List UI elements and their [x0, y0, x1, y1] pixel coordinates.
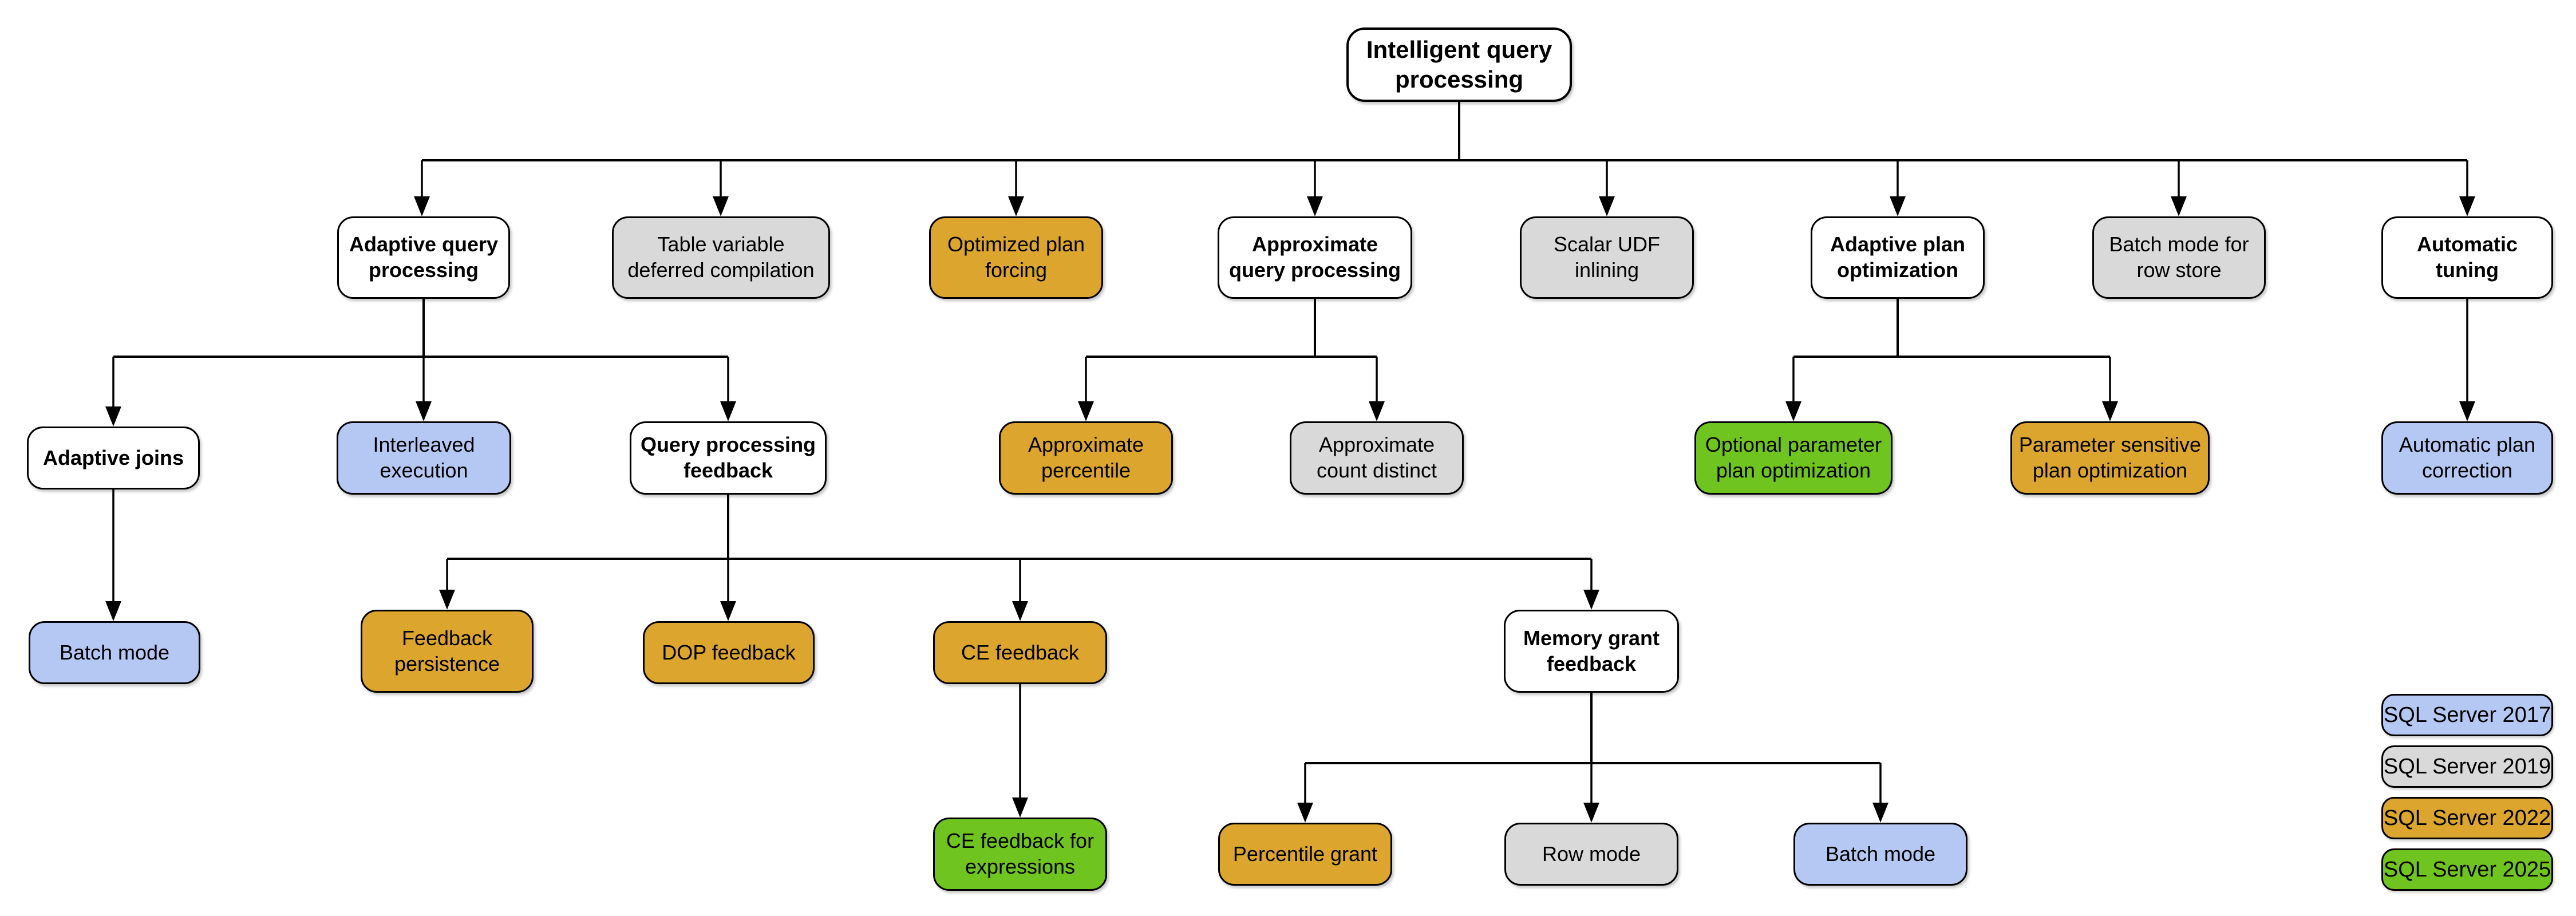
node-adaptive-joins: Adaptive joins [27, 427, 200, 489]
legend-item-sql-server-2025: SQL Server 2025 [2381, 848, 2553, 891]
legend-item-sql-server-2022: SQL Server 2022 [2381, 797, 2553, 839]
node-root: Intelligent query processing [1346, 27, 1572, 102]
node-dop-feedback: DOP feedback [643, 621, 815, 684]
node-adaptive-query-processing: Adaptive query processing [337, 216, 510, 299]
node-automatic-plan-correction: Automatic plan correction [2381, 421, 2553, 495]
node-batch-mode-for-row-store: Batch mode for row store [2092, 216, 2266, 299]
node-automatic-tuning: Automatic tuning [2381, 216, 2553, 299]
node-table-variable-deferred-compilation: Table variable deferred compilation [612, 216, 830, 299]
node-optimized-plan-forcing: Optimized plan forcing [929, 216, 1103, 299]
node-feedback-persistence: Feedback persistence [361, 610, 534, 693]
node-optional-parameter-plan-optimization: Optional parameter plan optimization [1694, 421, 1893, 495]
edge-arrows [105, 160, 2475, 823]
node-percentile-grant: Percentile grant [1218, 823, 1392, 886]
node-approximate-query-processing: Approximate query processing [1218, 216, 1412, 299]
node-parameter-sensitive-plan-optimization: Parameter sensitive plan optimization [2010, 421, 2210, 495]
node-batch-mode-adaptive-joins: Batch mode [29, 621, 200, 684]
node-ce-feedback-for-expressions: CE feedback for expressions [933, 818, 1107, 891]
legend-item-sql-server-2017: SQL Server 2017 [2381, 694, 2553, 736]
legend-item-sql-server-2019: SQL Server 2019 [2381, 745, 2553, 788]
node-batch-mode-memory-grant: Batch mode [1793, 823, 1967, 886]
node-query-processing-feedback: Query processing feedback [630, 421, 827, 495]
node-approximate-percentile: Approximate percentile [999, 421, 1173, 495]
node-interleaved-execution: Interleaved execution [337, 421, 511, 495]
node-adaptive-plan-optimization: Adaptive plan optimization [1811, 216, 1985, 299]
node-memory-grant-feedback: Memory grant feedback [1504, 610, 1679, 693]
node-ce-feedback: CE feedback [933, 621, 1107, 684]
node-row-mode: Row mode [1504, 823, 1678, 886]
node-scalar-udf-inlining: Scalar UDF inlining [1520, 216, 1694, 299]
node-approximate-count-distinct: Approximate count distinct [1290, 421, 1464, 495]
